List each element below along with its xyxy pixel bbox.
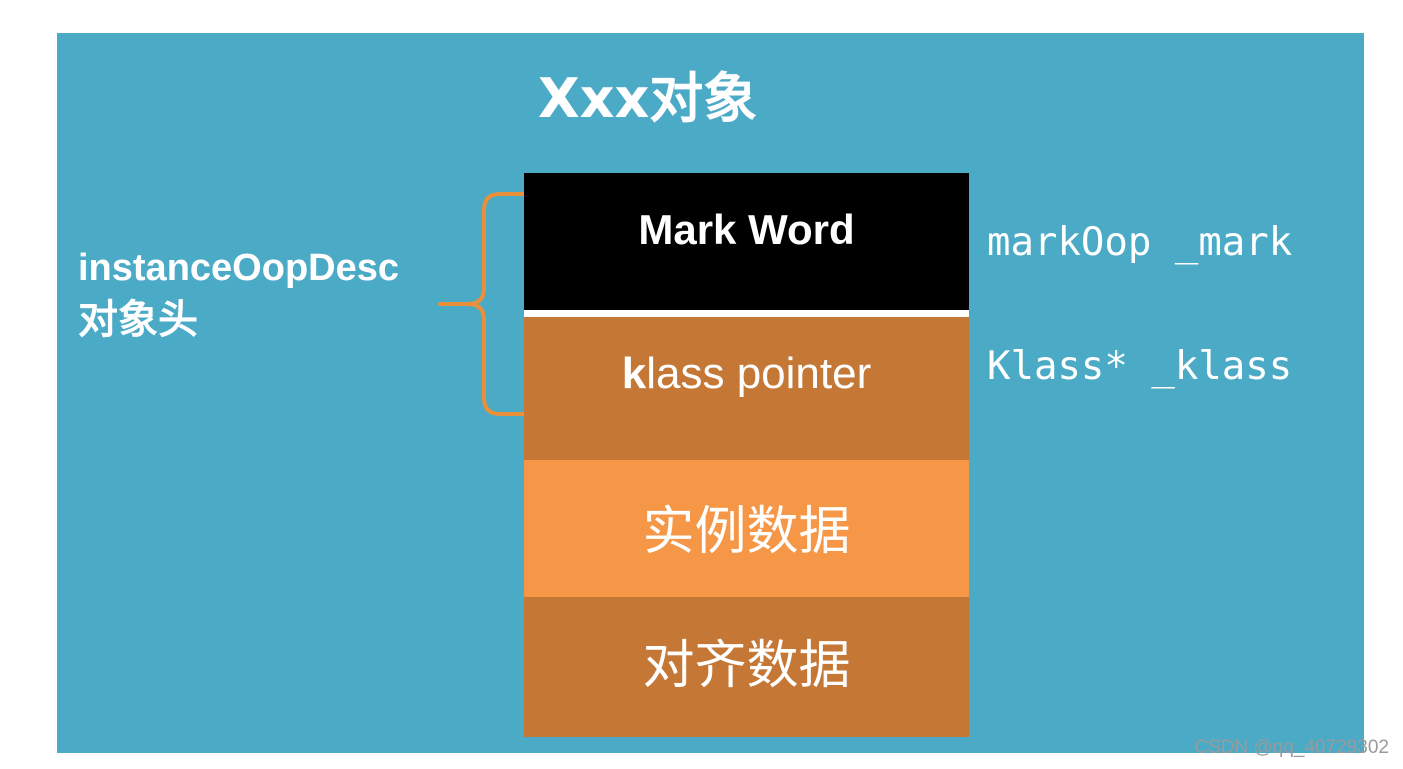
object-layout-stack: Mark Word klass pointer 实例数据 对齐数据 [524, 173, 969, 737]
mark-field-label: markOop _mark [987, 220, 1293, 265]
object-header-label-cn: 对象头 [78, 298, 198, 342]
klass-pointer-label-rest: lass pointer [646, 348, 872, 398]
object-header-label: instanceOopDesc 对象头 [78, 242, 399, 346]
instance-data-label: 实例数据 [642, 502, 851, 562]
header-divider [524, 310, 969, 317]
diagram-title: Xxx对象 [538, 67, 758, 130]
klass-pointer-block: klass pointer [524, 317, 969, 460]
watermark-text: CSDN @qq_40729302 [1194, 737, 1389, 758]
mark-word-block: Mark Word [524, 173, 969, 310]
klass-pointer-label-first-letter: k [621, 348, 647, 398]
padding-data-label: 对齐数据 [642, 635, 851, 696]
padding-data-block: 对齐数据 [524, 597, 969, 737]
instance-data-block: 实例数据 [524, 460, 969, 597]
object-header-brace [438, 192, 526, 416]
object-header-label-class: instanceOopDesc [78, 247, 399, 289]
klass-field-label: Klass* _klass [987, 344, 1293, 389]
klass-pointer-label: klass pointer [622, 349, 872, 399]
mark-word-label: Mark Word [638, 205, 855, 253]
